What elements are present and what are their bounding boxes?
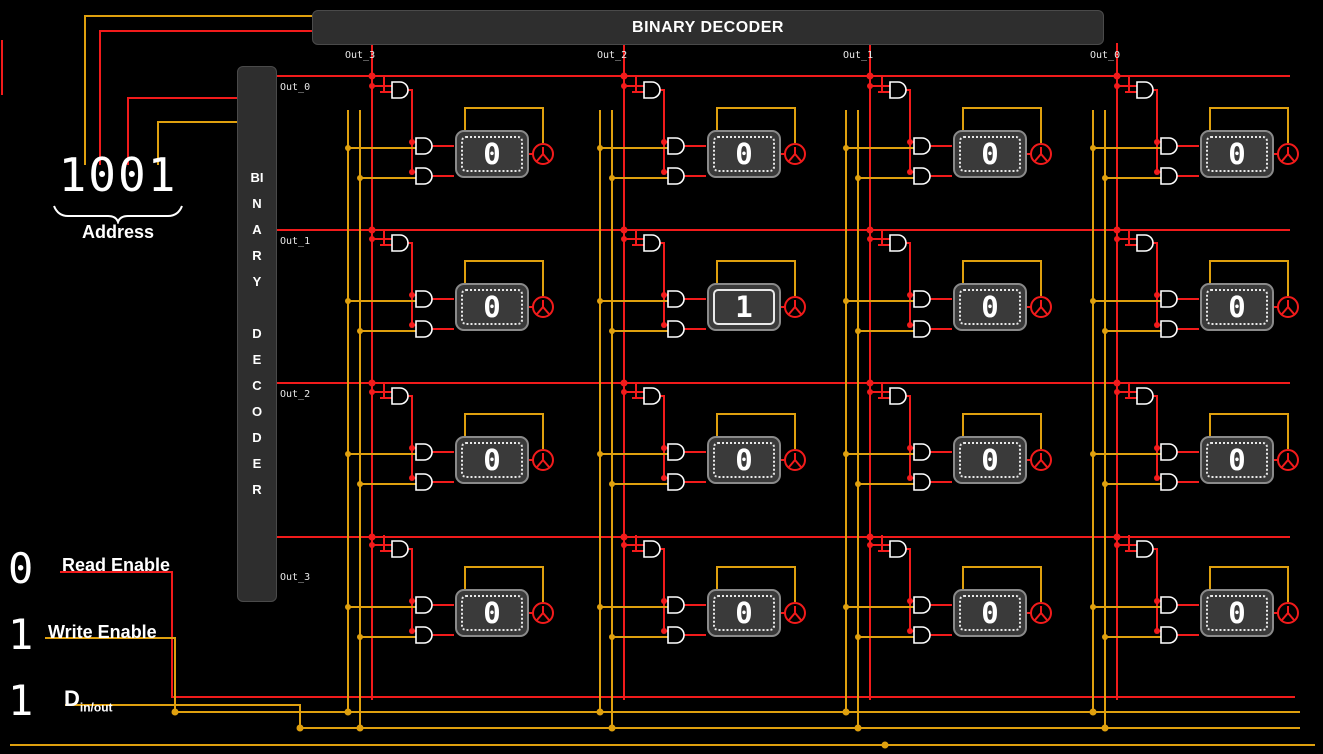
memory-value: 0 <box>1228 596 1246 630</box>
memory-value: 0 <box>483 290 501 324</box>
memory-cell: 0 <box>838 534 1073 689</box>
memory-display[interactable]: 1 <box>707 283 781 331</box>
memory-display[interactable]: 0 <box>455 283 529 331</box>
memory-display[interactable]: 0 <box>455 130 529 178</box>
left-out2-label: Out_2 <box>280 389 311 400</box>
memory-display[interactable]: 0 <box>1200 589 1274 637</box>
left-decoder-word1: BINARY <box>250 170 264 289</box>
memory-value: 0 <box>483 596 501 630</box>
memory-cell: 1 <box>592 228 827 383</box>
top-binary-decoder-label: BINARY DECODER <box>632 18 784 36</box>
memory-value: 0 <box>735 596 753 630</box>
memory-value: 0 <box>1228 137 1246 171</box>
memory-display[interactable]: 0 <box>707 589 781 637</box>
memory-cell: 0 <box>1085 534 1320 689</box>
memory-cell: 0 <box>838 381 1073 536</box>
data-inout-label-main: D <box>64 686 80 711</box>
memory-cell: 0 <box>838 75 1073 230</box>
top-out0-label: Out_0 <box>1090 50 1121 61</box>
left-decoder-word2: DECODER <box>251 326 263 497</box>
memory-display[interactable]: 0 <box>707 130 781 178</box>
memory-display[interactable]: 0 <box>953 283 1027 331</box>
top-out3-label: Out_3 <box>345 50 376 61</box>
memory-display[interactable]: 0 <box>1200 130 1274 178</box>
left-out0-label: Out_0 <box>280 82 311 93</box>
memory-cell: 0 <box>340 534 575 689</box>
memory-display[interactable]: 0 <box>455 589 529 637</box>
memory-value: 1 <box>735 290 753 324</box>
memory-value: 0 <box>1228 443 1246 477</box>
memory-value: 0 <box>1228 290 1246 324</box>
memory-display[interactable]: 0 <box>1200 436 1274 484</box>
read-enable-input[interactable]: 0 <box>8 544 34 593</box>
address-input[interactable]: 1001 <box>58 148 178 202</box>
memory-cell: 0 <box>592 381 827 536</box>
memory-cell: 0 <box>838 228 1073 383</box>
memory-cell: 0 <box>340 75 575 230</box>
memory-display[interactable]: 0 <box>953 130 1027 178</box>
memory-cell: 0 <box>592 534 827 689</box>
data-inout-label: Din/out <box>64 686 113 714</box>
memory-value: 0 <box>981 596 999 630</box>
top-out1-label: Out_1 <box>843 50 874 61</box>
write-enable-label: Write Enable <box>48 622 157 642</box>
memory-display[interactable]: 0 <box>953 436 1027 484</box>
read-enable-label: Read Enable <box>62 555 171 575</box>
memory-cell: 0 <box>1085 75 1320 230</box>
memory-display[interactable]: 0 <box>953 589 1027 637</box>
data-inout-label-sub: in/out <box>79 700 113 715</box>
top-out2-label: Out_2 <box>597 50 628 61</box>
left-binary-decoder[interactable]: BINARY DECODER <box>237 66 277 602</box>
memory-cell: 0 <box>340 228 575 383</box>
memory-value: 0 <box>981 137 999 171</box>
memory-cell: 0 <box>340 381 575 536</box>
top-binary-decoder[interactable]: BINARY DECODER <box>312 10 1104 45</box>
memory-value: 0 <box>483 137 501 171</box>
memory-cell: 0 <box>1085 228 1320 383</box>
memory-display[interactable]: 0 <box>455 436 529 484</box>
memory-display[interactable]: 0 <box>707 436 781 484</box>
memory-display[interactable]: 0 <box>1200 283 1274 331</box>
memory-value: 0 <box>981 290 999 324</box>
memory-value: 0 <box>735 137 753 171</box>
address-label: Address <box>81 222 155 242</box>
write-enable-input[interactable]: 1 <box>8 610 34 659</box>
memory-cell: 0 <box>592 75 827 230</box>
left-out3-label: Out_3 <box>280 572 311 583</box>
data-inout-input[interactable]: 1 <box>8 676 34 725</box>
memory-value: 0 <box>483 443 501 477</box>
address-brace <box>53 205 183 224</box>
memory-value: 0 <box>981 443 999 477</box>
memory-value: 0 <box>735 443 753 477</box>
memory-cell: 0 <box>1085 381 1320 536</box>
left-out1-label: Out_1 <box>280 236 311 247</box>
